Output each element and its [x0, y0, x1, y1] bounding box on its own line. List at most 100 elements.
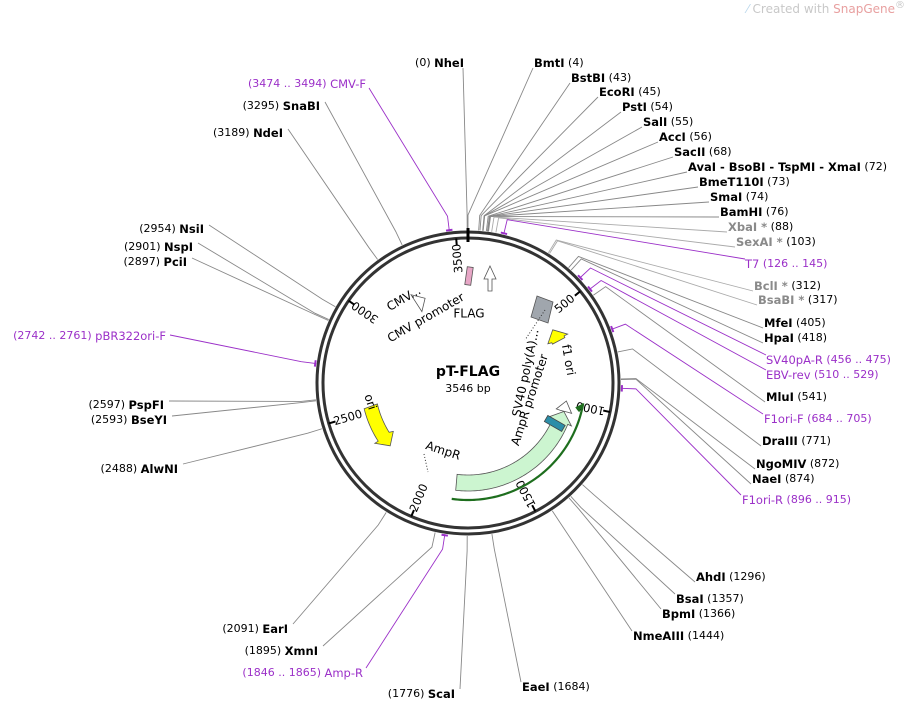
site-position: (312)	[788, 279, 821, 292]
primer-leader-line	[503, 219, 746, 260]
site-label: BsaI (1357)	[676, 592, 744, 606]
site-leader-line	[620, 378, 752, 485]
site-leader-line	[548, 239, 754, 292]
site-name: BclI *	[754, 279, 788, 293]
site-label: NaeI (874)	[752, 472, 815, 486]
site-name: EcoRI	[599, 85, 635, 99]
site-name: BsaI	[676, 592, 704, 606]
primer-name: F1ori-F	[764, 412, 804, 426]
primer-label: (3474 .. 3494) CMV-F	[248, 77, 366, 91]
primer-name: F1ori-R	[742, 493, 783, 507]
site-leader-line	[485, 156, 674, 232]
orf-arrowhead	[575, 403, 584, 413]
site-name: BpmI	[662, 607, 695, 621]
site-position: (55)	[667, 115, 693, 128]
site-label: (2488) AlwNI	[101, 462, 178, 476]
site-label: EcoRI (45)	[599, 85, 661, 99]
site-name: NspI	[164, 240, 193, 254]
site-name: NheI	[434, 56, 464, 70]
site-name: BmtI	[534, 56, 565, 70]
site-label: (2597) PspFI	[88, 398, 164, 412]
site-position: (317)	[804, 293, 837, 306]
primer-name: pBR322ori-F	[95, 329, 166, 343]
site-leader-line	[478, 82, 571, 231]
site-label: (2901) NspI	[124, 240, 193, 254]
site-position: (1444)	[684, 629, 724, 642]
site-position: (72)	[861, 160, 887, 173]
site-name: PstI	[622, 100, 647, 114]
site-name: SnaBI	[283, 99, 320, 113]
sv40-polya-box	[530, 295, 554, 324]
site-position: (103)	[783, 235, 816, 248]
site-name: BamHI	[720, 205, 762, 219]
site-position: (68)	[705, 145, 731, 158]
primer-leader-line	[620, 387, 742, 496]
primer-range: (2742 .. 2761)	[13, 329, 95, 342]
snapgene-logo-icon: ⁄	[746, 2, 753, 16]
site-leader-line	[487, 186, 699, 232]
site-leader-line	[182, 428, 323, 465]
cmv-enhancer-label: CMV...	[384, 283, 423, 314]
primer-leader-line	[365, 534, 446, 669]
tick-mark	[348, 299, 355, 306]
site-position: (771)	[798, 434, 831, 447]
site-position: (3295)	[243, 99, 283, 112]
site-label: HpaI (418)	[764, 331, 827, 345]
site-label: NmeAIII (1444)	[633, 629, 724, 643]
site-name: NgoMIV	[756, 457, 806, 471]
site-label: AccI (56)	[659, 130, 712, 144]
site-label: BamHI (76)	[720, 205, 789, 219]
site-name: BstBI	[571, 71, 605, 85]
site-leader-line	[568, 255, 764, 329]
site-label: SmaI (74)	[710, 190, 768, 204]
tick-label: 3500	[449, 243, 465, 273]
primer-label: SV40pA-R (456 .. 475)	[766, 353, 891, 367]
site-leader-line	[488, 216, 720, 232]
site-leader-line	[593, 286, 766, 403]
site-label: (3189) NdeI	[213, 126, 283, 140]
site-position: (1296)	[726, 570, 766, 583]
site-label: PstI (54)	[622, 100, 673, 114]
site-name: AvaI - BsoBI - TspMI - XmaI	[688, 160, 861, 174]
site-name: NaeI	[752, 472, 781, 486]
site-name: NsiI	[179, 222, 204, 236]
site-name: MluI	[766, 390, 794, 404]
tick-label: 500	[552, 291, 578, 316]
primer-range: (510 .. 529)	[811, 368, 879, 381]
site-name: AccI	[659, 130, 686, 144]
site-label: SexAI * (103)	[736, 235, 816, 249]
site-name: XbaI *	[728, 220, 767, 234]
site-leader-line	[495, 217, 736, 248]
site-leader-line	[191, 257, 329, 321]
flag-label: FLAG	[453, 307, 484, 321]
site-leader-line	[467, 67, 534, 230]
primer-label: F1ori-R (896 .. 915)	[742, 493, 851, 507]
tick-mark	[410, 509, 415, 517]
site-leader-line	[462, 67, 468, 231]
site-leader-lines	[168, 67, 767, 690]
tick-mark	[455, 238, 458, 246]
ampr-arrow	[455, 410, 573, 492]
site-position: (2901)	[124, 240, 164, 253]
site-leader-line	[168, 399, 316, 402]
site-name: DraIII	[762, 434, 798, 448]
site-label: EaeI (1684)	[522, 680, 590, 694]
site-leader-line	[491, 534, 522, 683]
site-position: (405)	[793, 316, 826, 329]
site-name: NmeAIII	[633, 629, 684, 643]
primer-name: T7	[744, 257, 759, 271]
site-position: (1366)	[695, 607, 735, 620]
site-label: SalI (55)	[643, 115, 693, 129]
site-label: DraIII (771)	[762, 434, 831, 448]
site-label: XbaI * (88)	[728, 220, 793, 234]
site-leader-line	[487, 201, 710, 232]
site-name: BseYI	[131, 413, 167, 427]
tick-mark	[603, 409, 611, 413]
site-name: AhdI	[696, 570, 726, 584]
site-leader-line	[208, 224, 336, 308]
site-position: (1895)	[245, 644, 285, 657]
site-leader-line	[568, 497, 662, 610]
primer-name: Amp-R	[324, 666, 363, 680]
site-position: (872)	[806, 457, 839, 470]
primer-label: EBV-rev (510 .. 529)	[766, 368, 879, 382]
